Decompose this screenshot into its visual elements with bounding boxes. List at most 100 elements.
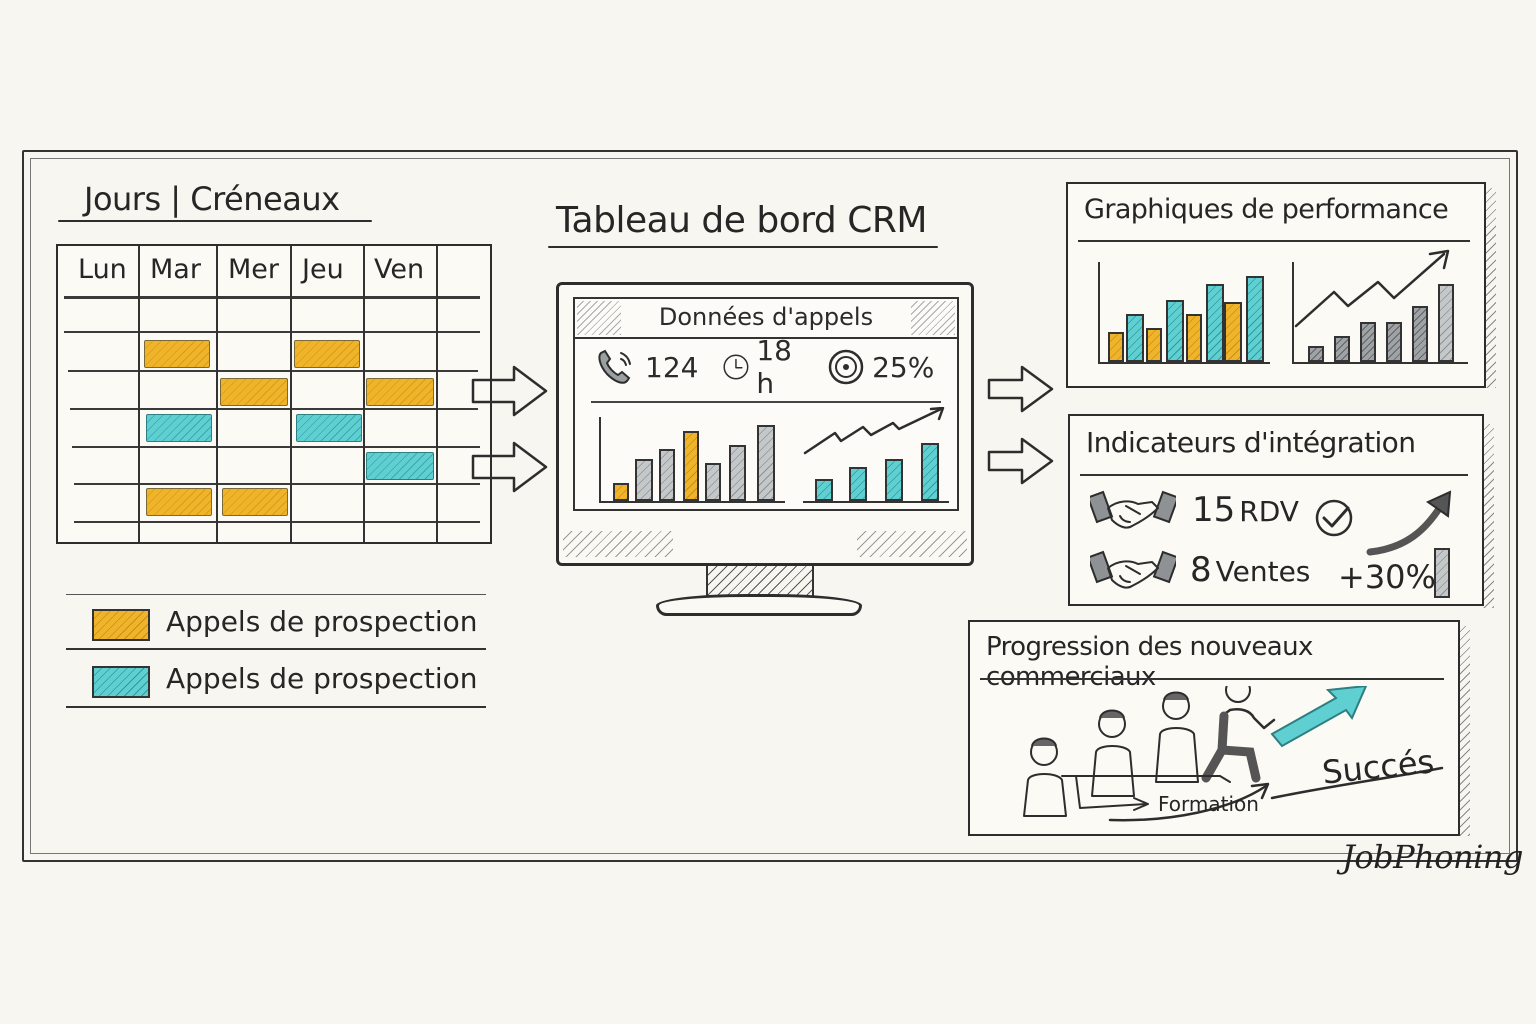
chart-bar (815, 479, 833, 501)
kpi-rdv: 15 RDV (1192, 490, 1299, 530)
slot-mar-row2[interactable] (144, 340, 210, 368)
progression-panel: Progression des nouveaux commerciaux (968, 620, 1460, 836)
person-icon (1155, 691, 1199, 783)
calendar-row-rule (74, 483, 480, 485)
bezel-hatch (563, 531, 673, 557)
chart-bar (1386, 322, 1402, 362)
chart-bar (729, 445, 746, 501)
slot-mar-row4[interactable] (146, 414, 212, 442)
chart-bar (613, 483, 629, 501)
clock-icon (723, 354, 749, 380)
calendar-header-rule (64, 296, 480, 299)
calendar-row-rule (64, 331, 480, 333)
outer-frame (22, 150, 1518, 862)
day-ven: Ven (374, 254, 425, 285)
schedule-title-underline (58, 220, 372, 222)
calendar-row-rule (72, 446, 480, 448)
chart-bar (683, 431, 699, 501)
trend-arrow-icon (803, 407, 945, 455)
chart-bar (1334, 336, 1350, 362)
flow-arrow-icon (471, 365, 548, 417)
chart-bar (757, 425, 775, 501)
legend-item-orange: Appels de prospection (66, 594, 486, 650)
stat-calls: 124 (595, 347, 698, 387)
calls-trend-chart (803, 407, 949, 503)
kpi-rdv-value: 15 (1192, 490, 1236, 530)
trend-arrow-icon (1294, 249, 1450, 328)
integration-title: Indicateurs d'intégration (1086, 426, 1416, 459)
target-icon (828, 349, 864, 385)
bezel-hatch (857, 531, 967, 557)
flow-arrow-icon (987, 437, 1054, 485)
slot-ven-row3[interactable] (366, 378, 434, 406)
performance-title: Graphiques de performance (1084, 194, 1449, 225)
legend-swatch-orange (92, 609, 150, 641)
kpi-growth: +30% (1338, 558, 1436, 596)
panel-title-rule (1078, 240, 1470, 242)
chart-bar (1126, 314, 1144, 362)
header-hatch (577, 301, 621, 335)
calendar-col-rule (216, 246, 218, 542)
outer-frame-inner (30, 158, 1510, 854)
chart-bar (1246, 276, 1264, 362)
person-icon (1201, 686, 1276, 783)
check-circle-icon (1315, 499, 1353, 537)
schedule-calendar: Lun Mar Mer Jeu Ven (56, 244, 492, 544)
slot-ven-row5[interactable] (366, 452, 434, 480)
calendar-row-rule (74, 521, 480, 523)
calendar-col-rule (138, 246, 140, 542)
calendar-header: Lun Mar Mer Jeu Ven (58, 246, 490, 298)
chart-bar (921, 443, 939, 501)
legend-swatch-teal (92, 666, 150, 698)
slot-mer-row6[interactable] (222, 488, 288, 516)
stats-divider (591, 401, 941, 403)
stat-hours: 18 h (722, 334, 802, 400)
legend-label-teal: Appels de prospection (166, 662, 478, 695)
sales-progression-illustration (1023, 686, 1444, 822)
screen-title: Données d'appels (658, 303, 874, 331)
crm-monitor: Données d'appels 124 18 h (556, 282, 974, 566)
calendar-col-rule (363, 246, 365, 542)
chart-bar (1186, 314, 1202, 362)
slot-jeu-row2[interactable] (294, 340, 360, 368)
chart-bar (1146, 328, 1162, 362)
brand-signature: JobPhoning (1342, 838, 1523, 876)
schedule-title: Jours | Créneaux (84, 180, 340, 218)
day-jeu: Jeu (302, 254, 344, 285)
chart-bar (705, 463, 721, 501)
chart-bar (1108, 332, 1124, 362)
kpi-sales-value: 8 (1190, 550, 1212, 590)
progression-title: Progression des nouveaux commerciaux (986, 632, 1313, 692)
call-stats: 124 18 h 25% (595, 334, 947, 400)
chart-bar (1438, 284, 1454, 362)
stat-hours-value: 18 h (756, 334, 792, 400)
chart-bar (659, 449, 675, 501)
performance-panel: Graphiques de performance (1066, 182, 1486, 388)
calendar-row-rule (68, 370, 478, 372)
flow-arrow-icon (987, 365, 1054, 413)
kpi-sales-unit: Ventes (1215, 555, 1311, 588)
chart-bar (1206, 284, 1224, 362)
slot-jeu-row4[interactable] (296, 414, 362, 442)
crm-title: Tableau de bord CRM (556, 200, 927, 241)
handshake-icon (1090, 490, 1176, 529)
panel-title-rule (1080, 474, 1468, 476)
slot-mar-row6[interactable] (146, 488, 212, 516)
chart-bar (1412, 306, 1428, 362)
day-mar: Mar (150, 254, 201, 285)
slot-mer-row3[interactable] (220, 378, 288, 406)
calls-bar-chart (599, 417, 785, 503)
header-hatch (911, 301, 955, 335)
day-lun: Lun (78, 254, 127, 285)
growth-bar (1434, 548, 1450, 598)
growth-arrow-icon (1366, 490, 1452, 556)
panel-shadow (1458, 626, 1470, 836)
chart-bar (1224, 302, 1242, 362)
stat-rate-value: 25% (872, 350, 935, 384)
chart-bar (1360, 322, 1376, 362)
chart-bar (1166, 300, 1184, 362)
screen-header: Données d'appels (575, 299, 957, 339)
person-icon (1091, 709, 1135, 797)
performance-grouped-chart (1098, 262, 1270, 364)
panel-shadow (1482, 424, 1494, 608)
